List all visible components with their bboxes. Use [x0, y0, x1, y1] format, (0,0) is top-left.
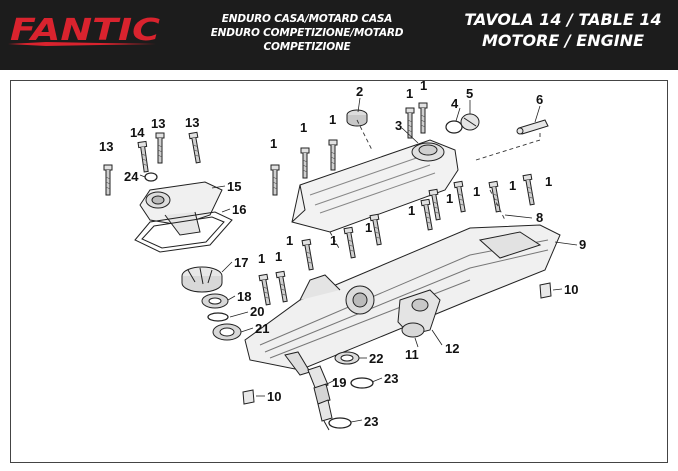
oring-4: [445, 120, 463, 134]
callout-21: 21: [255, 321, 269, 336]
table-title: TAVOLA 14 / TABLE 14 MOTORE / ENGINE: [448, 9, 678, 51]
thermostat-gasket: [134, 211, 233, 253]
model-line-2: ENDURO COMPETIZIONE/MOTARD COMPETIZIONE: [210, 27, 404, 53]
washer-24: [144, 172, 158, 182]
callout-1-b: 1: [300, 120, 307, 135]
dowel-10-right: [539, 282, 552, 299]
callout-24: 24: [124, 169, 139, 184]
callout-20: 20: [250, 304, 264, 319]
spark-plug: [307, 365, 333, 431]
callout-1-h: 1: [473, 184, 480, 199]
seal-21: [212, 323, 242, 341]
callout-14: 14: [130, 125, 145, 140]
callout-13-c: 13: [185, 115, 199, 130]
callout-1-e: 1: [420, 78, 427, 93]
callout-1-d: 1: [406, 86, 413, 101]
impeller: [181, 266, 223, 293]
callout-15: 15: [227, 179, 241, 194]
svg-text:FANTIC: FANTIC: [10, 13, 160, 48]
callout-4: 4: [451, 96, 459, 111]
callout-1-l: 1: [365, 220, 372, 235]
thermostat-housing: [139, 181, 223, 236]
callout-3: 3: [395, 118, 402, 133]
callout-13-a: 13: [99, 139, 113, 154]
callout-1-i: 1: [509, 178, 516, 193]
table-title-line-1: TAVOLA 14 / TABLE 14: [464, 10, 662, 29]
ring-23-upper: [350, 377, 374, 389]
callout-12: 12: [445, 341, 459, 356]
callout-17: 17: [234, 255, 248, 270]
callout-1-a: 1: [270, 136, 277, 151]
cap-2: [346, 109, 368, 127]
callout-22: 22: [369, 351, 383, 366]
cap-5: [460, 113, 480, 131]
callout-1-f: 1: [408, 203, 415, 218]
callout-5: 5: [466, 86, 473, 101]
callout-1-m: 1: [286, 233, 293, 248]
header-bar: FANTIC ENDURO CASA/MOTARD CASA ENDURO CO…: [0, 0, 678, 70]
callout-19: 19: [332, 375, 346, 390]
ring-20: [207, 312, 229, 322]
callout-16: 16: [232, 202, 246, 217]
table-title-line-2: MOTORE / ENGINE: [482, 31, 644, 50]
callout-1-n: 1: [258, 251, 265, 266]
callout-1-o: 1: [275, 249, 282, 264]
callout-1-j: 1: [545, 174, 552, 189]
model-line-1: ENDURO CASA/MOTARD CASA: [221, 13, 393, 25]
dashed-guides: [329, 119, 541, 251]
callout-23-upper: 23: [384, 371, 398, 386]
valve-cover: [291, 139, 459, 233]
callout-10-left: 10: [267, 389, 281, 404]
callout-1-c: 1: [329, 112, 336, 127]
callout-13-b: 13: [151, 116, 165, 131]
dowel-10-left: [242, 389, 255, 405]
callout-9: 9: [579, 237, 586, 252]
callout-2: 2: [356, 84, 363, 99]
callout-1-k: 1: [330, 233, 337, 248]
callout-1-g: 1: [446, 191, 453, 206]
fantic-logo: FANTIC: [8, 13, 160, 48]
filter-cover: [397, 289, 441, 338]
model-names: ENDURO CASA/MOTARD CASA ENDURO COMPETIZI…: [172, 12, 442, 54]
callout-11: 11: [405, 347, 419, 362]
diagram-frame: [10, 80, 668, 463]
washer-22: [334, 351, 360, 365]
ring-23-lower: [328, 417, 352, 429]
cylinder-head: [244, 224, 561, 376]
callout-labels: 2 3 4 5 6 8 9 10 10 11 12 13 13 13 14 15…: [99, 78, 586, 429]
leader-lines: [139, 97, 578, 423]
callout-6: 6: [536, 92, 543, 107]
callout-23-lower: 23: [364, 414, 378, 429]
seal-18: [201, 293, 229, 309]
callout-18: 18: [237, 289, 251, 304]
callout-10-right: 10: [564, 282, 578, 297]
callout-8: 8: [536, 210, 543, 225]
pin-6: [516, 119, 549, 135]
